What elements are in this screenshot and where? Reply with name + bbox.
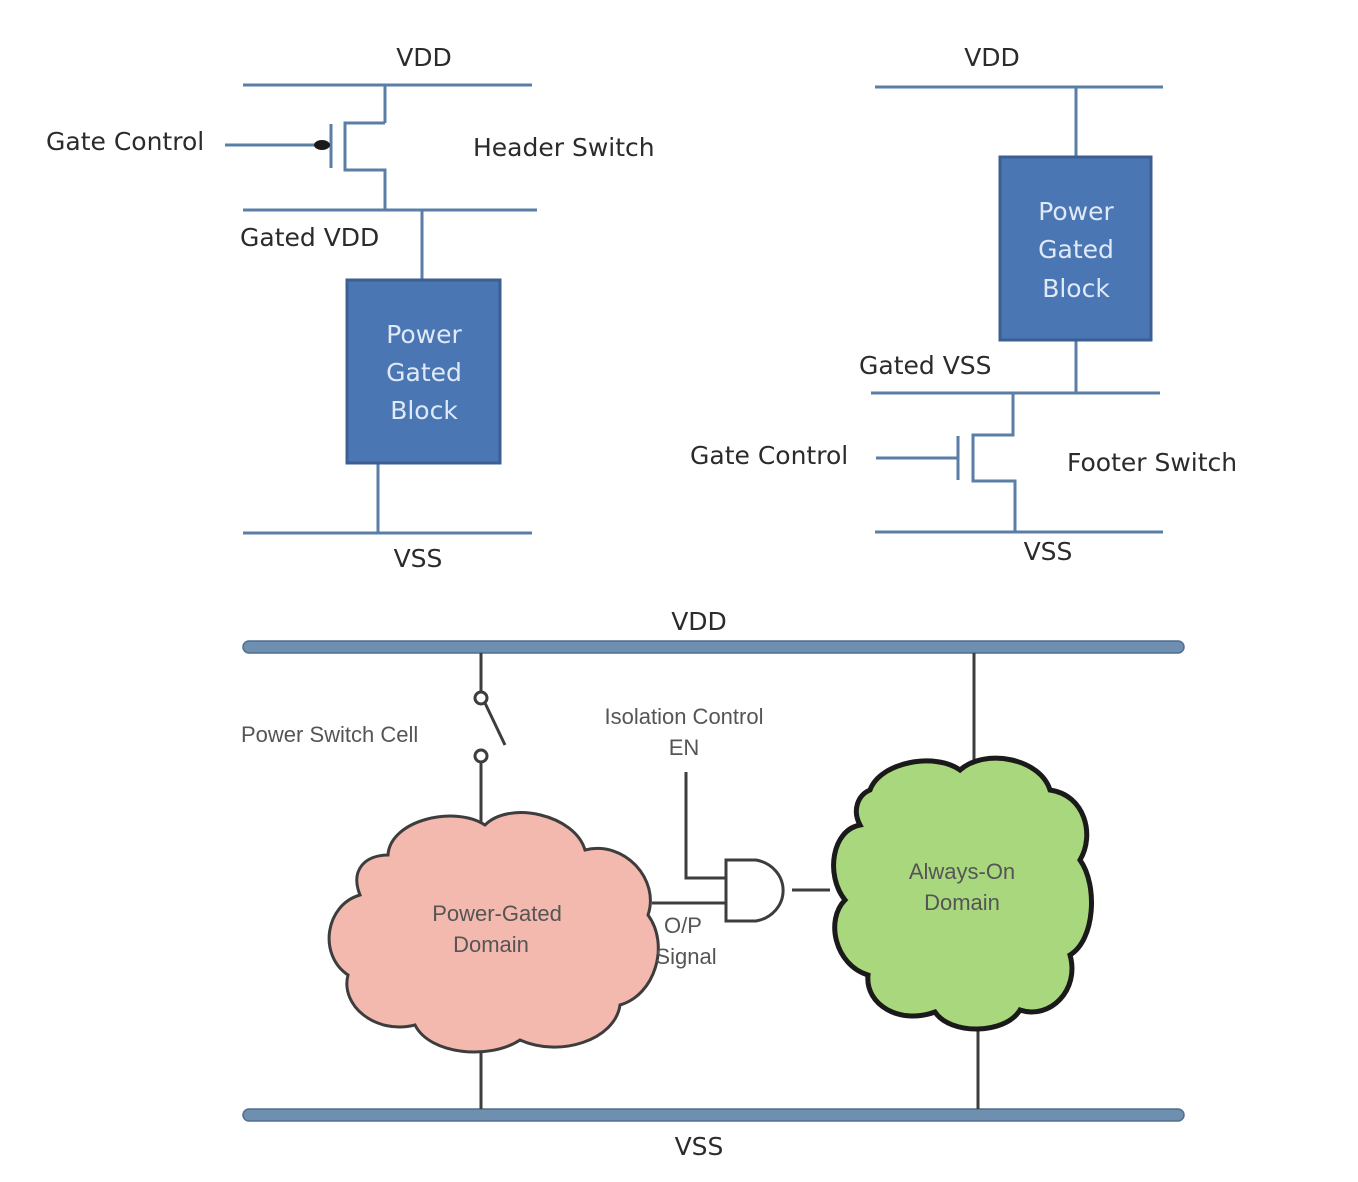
block-label-line-3: Block bbox=[390, 396, 458, 425]
power-switch-cell-label: Power Switch Cell bbox=[241, 722, 418, 747]
header-vdd-label: VDD bbox=[396, 43, 452, 72]
power-gated-domain-cloud bbox=[327, 811, 660, 1054]
switch-terminal-bottom bbox=[473, 748, 489, 764]
vdd-bus bbox=[242, 640, 1185, 654]
bus-vss-label: VSS bbox=[675, 1132, 724, 1161]
footer-vdd-label: VDD bbox=[964, 43, 1020, 72]
gated-vss-label: Gated VSS bbox=[859, 351, 992, 380]
output-signal-label-1: O/P bbox=[664, 913, 702, 938]
power-gated-block bbox=[345, 278, 502, 465]
footer-vss-label: VSS bbox=[1024, 537, 1073, 566]
footer-switch-diagram bbox=[871, 85, 1163, 534]
always-on-domain-label-2: Domain bbox=[924, 890, 1000, 915]
header-gate-control-label: Gate Control bbox=[46, 127, 204, 156]
enable-label: EN bbox=[669, 735, 700, 760]
block-label-line-1: Power bbox=[386, 320, 462, 349]
pmos-transistor bbox=[343, 121, 387, 210]
pmos-gate-bubble bbox=[314, 140, 330, 150]
always-on-domain-cloud bbox=[831, 755, 1094, 1032]
power-gated-domain-label-2: Domain bbox=[453, 932, 529, 957]
block-label-line-1: Power bbox=[1038, 197, 1114, 226]
header-switch-diagram bbox=[225, 83, 537, 535]
gated-vdd-label: Gated VDD bbox=[240, 223, 379, 252]
block-label-line-2: Gated bbox=[386, 358, 462, 387]
isolation-control-label: Isolation Control bbox=[605, 704, 764, 729]
output-signal-label-2: Signal bbox=[655, 944, 716, 969]
header-vss-label: VSS bbox=[394, 544, 443, 573]
isolation-enable-wire bbox=[684, 772, 726, 880]
bus-vdd-label: VDD bbox=[671, 607, 727, 636]
block-label-line-2: Gated bbox=[1038, 235, 1114, 264]
footer-switch-label: Footer Switch bbox=[1067, 448, 1237, 477]
nmos-transistor bbox=[971, 393, 1017, 532]
footer-gate-control-label: Gate Control bbox=[690, 441, 848, 470]
isolation-diagram: VDD VSS Power Switch Cell Isolation Cont… bbox=[241, 607, 1185, 1161]
switch-terminal-top bbox=[473, 690, 489, 706]
power-gated-domain-label-1: Power-Gated bbox=[432, 901, 562, 926]
power-gated-block bbox=[998, 155, 1153, 342]
and-gate bbox=[724, 858, 785, 923]
vss-bus bbox=[242, 1108, 1185, 1122]
block-label-line-3: Block bbox=[1042, 274, 1110, 303]
header-switch-label: Header Switch bbox=[473, 133, 655, 162]
always-on-domain-label-1: Always-On bbox=[909, 859, 1015, 884]
power-switch-blade bbox=[483, 702, 507, 746]
